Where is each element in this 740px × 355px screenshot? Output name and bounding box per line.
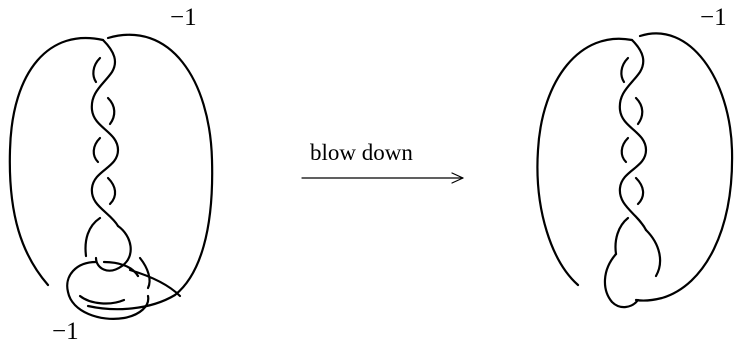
right-twist-strand-b4 <box>634 176 645 206</box>
left-small-circle-label: −1 <box>52 318 79 345</box>
right-outer-strand-left <box>536 37 634 287</box>
right-twist-strand-b3 <box>620 136 630 164</box>
right-twist-strand-b1 <box>620 56 630 84</box>
left-twist-strand-b4 <box>106 176 117 206</box>
right-framing-label: −1 <box>700 4 727 31</box>
left-dashed-arc-right <box>138 256 151 290</box>
left-knot-diagram <box>8 33 214 320</box>
left-outer-strand-right <box>86 33 214 311</box>
left-twist-strand-b2 <box>106 96 116 126</box>
left-clasp-loop <box>94 224 132 272</box>
left-twist-strand-b1 <box>92 56 102 84</box>
left-twist-strand-a <box>90 38 120 228</box>
right-outer-strand-right <box>634 32 734 302</box>
left-small-circle-top <box>102 260 140 278</box>
left-framing-label: −1 <box>170 4 197 31</box>
blow-down-arrow <box>301 172 464 184</box>
left-twist-strand-b3 <box>92 136 102 164</box>
left-outer-strand-left <box>8 37 105 287</box>
right-knot-diagram <box>536 32 734 309</box>
right-twist-strand-b5 <box>614 216 630 256</box>
right-twist-strand-a <box>618 38 648 232</box>
left-small-circle <box>66 260 150 320</box>
arrow-head <box>451 172 464 184</box>
right-bottom-loop <box>644 228 662 278</box>
right-bottom-loop-lower <box>603 252 640 309</box>
arrow-label: blow down <box>310 140 413 165</box>
left-small-circle-inner <box>78 294 126 305</box>
right-twist-strand-b2 <box>634 96 644 126</box>
left-twist-strand-b5 <box>84 216 102 258</box>
